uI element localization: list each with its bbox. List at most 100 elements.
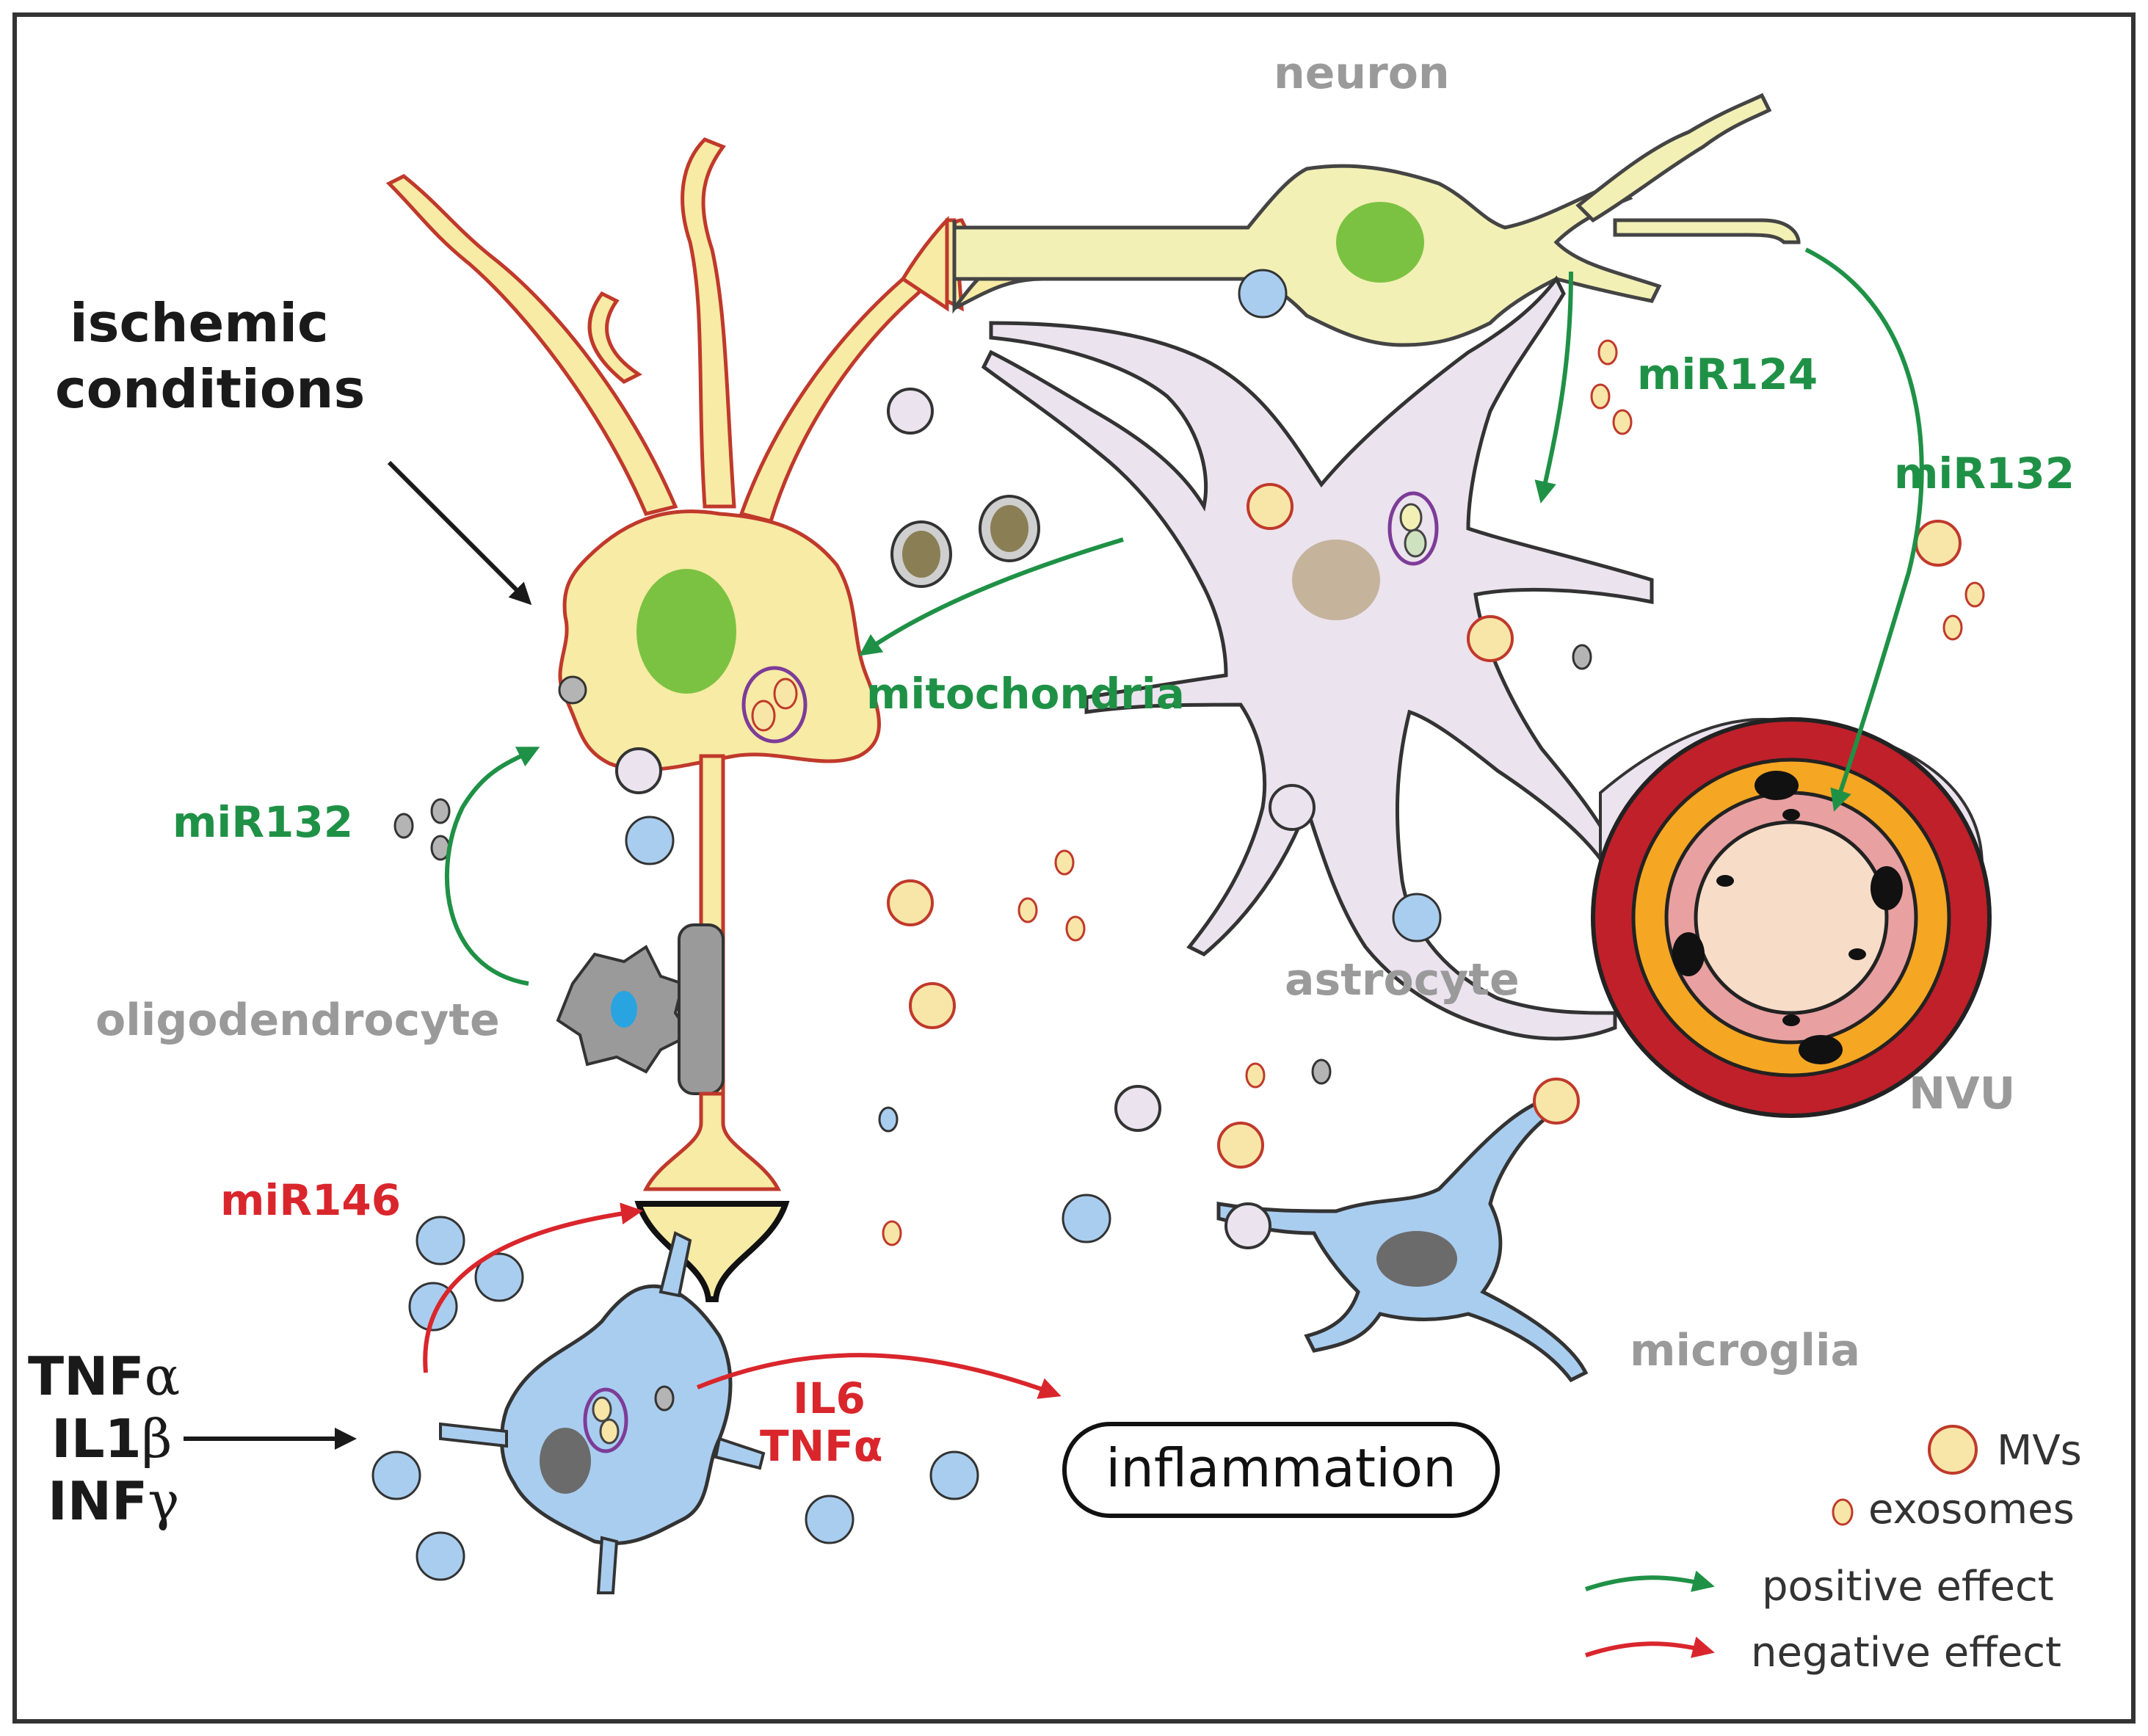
exosome xyxy=(1942,614,1963,641)
arrow-mitochondria xyxy=(859,537,1124,656)
oligodendrocyte-nucleus xyxy=(611,991,637,1028)
dendrite-top xyxy=(681,137,736,509)
dendrite-left-branch xyxy=(587,291,642,384)
mv xyxy=(887,388,934,435)
label-mir132-nvu: miR132 xyxy=(1894,448,2075,498)
mv xyxy=(1533,1078,1580,1125)
exosome xyxy=(882,1220,902,1246)
legend-mv-icon xyxy=(1928,1425,1978,1475)
mv xyxy=(1217,1122,1264,1169)
microglia-process xyxy=(596,1536,619,1594)
exosome xyxy=(878,1106,899,1133)
legend-positive-arrow xyxy=(1585,1570,1715,1592)
label-mir146: miR146 xyxy=(220,1175,401,1225)
nvu-vessel xyxy=(1591,717,1992,1118)
mv xyxy=(1467,615,1514,662)
microglia-process xyxy=(439,1422,508,1448)
endothelial-nucleus xyxy=(1848,948,1866,960)
vessel-lumen xyxy=(1694,820,1889,1015)
mv xyxy=(1915,520,1962,567)
myelin-sheath xyxy=(678,923,725,1095)
mv xyxy=(909,982,956,1029)
label-il1b: IL1β xyxy=(51,1408,172,1470)
microglia-process xyxy=(658,1231,692,1298)
label-inflammation: inflammation xyxy=(1106,1437,1456,1499)
label-ischemic: ischemic xyxy=(70,292,329,354)
exosome-vesicles xyxy=(393,339,1985,1412)
exosome xyxy=(654,1385,675,1412)
label-il6: IL6 xyxy=(793,1373,866,1423)
exosome xyxy=(1612,409,1633,435)
exosome xyxy=(1245,1062,1266,1089)
endothelial-nucleus xyxy=(1782,809,1800,821)
astrocyte xyxy=(981,275,1654,1041)
inflammation-box: inflammation xyxy=(1062,1422,1500,1518)
small-neuron-nucleus xyxy=(1336,202,1424,283)
small-neuron-dendrite-b xyxy=(1613,218,1801,244)
label-tnfa-red: TNFα xyxy=(760,1421,883,1471)
legend-positive: positive effect xyxy=(1762,1563,2054,1610)
exosome xyxy=(1054,849,1075,876)
blue-vesicle xyxy=(416,1531,465,1581)
blue-vesicle xyxy=(1062,1194,1111,1243)
exosome xyxy=(1597,339,1618,366)
legend-negative: negative effect xyxy=(1751,1629,2061,1677)
label-oligodendrocyte: oligodendrocyte xyxy=(95,995,500,1046)
exosome xyxy=(393,813,414,839)
endothelial-nucleus xyxy=(1716,875,1734,887)
exosome-neuron xyxy=(1238,269,1288,319)
blue-vesicle xyxy=(929,1450,979,1500)
legend-exosomes: exosomes xyxy=(1868,1486,2075,1533)
legend-exosome-icon xyxy=(1832,1498,1854,1526)
big-neuron-vesicle-cluster xyxy=(741,666,808,744)
pericyte-nucleus xyxy=(1672,932,1705,976)
pericyte-nucleus xyxy=(1871,866,1903,910)
arrow-il6-tnfa xyxy=(696,1353,1062,1399)
exosome xyxy=(1017,897,1038,923)
endothelial-nucleus xyxy=(1782,1014,1800,1026)
blue-vesicle xyxy=(371,1450,421,1500)
arrow-mir132-nvu xyxy=(1804,247,1924,812)
mv xyxy=(615,747,662,794)
exosome xyxy=(1065,915,1086,942)
oligodendrocyte xyxy=(556,923,725,1095)
microglia-activated-nucleus xyxy=(540,1428,591,1494)
exosome xyxy=(1590,383,1611,410)
pericyte-nucleus xyxy=(1799,1035,1843,1064)
legend: MVs exosomes positive effect negative ef… xyxy=(1585,1425,2082,1677)
mv xyxy=(1247,483,1293,530)
membrane-exosome xyxy=(558,675,587,705)
dendrite-left xyxy=(385,174,678,516)
mv xyxy=(1269,784,1316,831)
label-tnfa: TNFα xyxy=(28,1345,180,1407)
exosome xyxy=(1964,581,1985,608)
small-neuron-dendrite xyxy=(1575,92,1772,223)
big-neuron-nucleus xyxy=(636,569,736,694)
small-neuron-body xyxy=(952,164,1662,347)
exosome xyxy=(1311,1058,1332,1085)
free-mitochondria xyxy=(890,495,1040,588)
arrow-mir124 xyxy=(1534,271,1573,504)
astrocyte-vesicle-cluster xyxy=(1387,491,1439,566)
exosome xyxy=(430,798,451,824)
microglia-process xyxy=(714,1437,766,1470)
blue-vesicle xyxy=(805,1495,855,1544)
microglia-activated xyxy=(439,1231,766,1594)
microglia-resting-nucleus xyxy=(1376,1231,1457,1287)
mv xyxy=(887,879,934,926)
exosome xyxy=(1572,644,1592,670)
label-nvu: NVU xyxy=(1909,1068,2015,1119)
blue-vesicle xyxy=(474,1252,524,1302)
blue-vesicle xyxy=(1392,893,1442,943)
small-neuron xyxy=(952,92,1801,347)
astrocyte-nucleus xyxy=(1292,540,1380,620)
blue-vesicle xyxy=(416,1216,465,1265)
legend-negative-arrow xyxy=(1585,1636,1715,1658)
arrow-mir132-oligo xyxy=(444,747,540,986)
legend-mvs: MVs xyxy=(1997,1427,2082,1475)
mv xyxy=(1114,1085,1161,1132)
label-astrocyte: astrocyte xyxy=(1285,954,1520,1006)
label-conditions: conditions xyxy=(55,358,365,420)
postsynaptic-cup xyxy=(634,1201,790,1302)
